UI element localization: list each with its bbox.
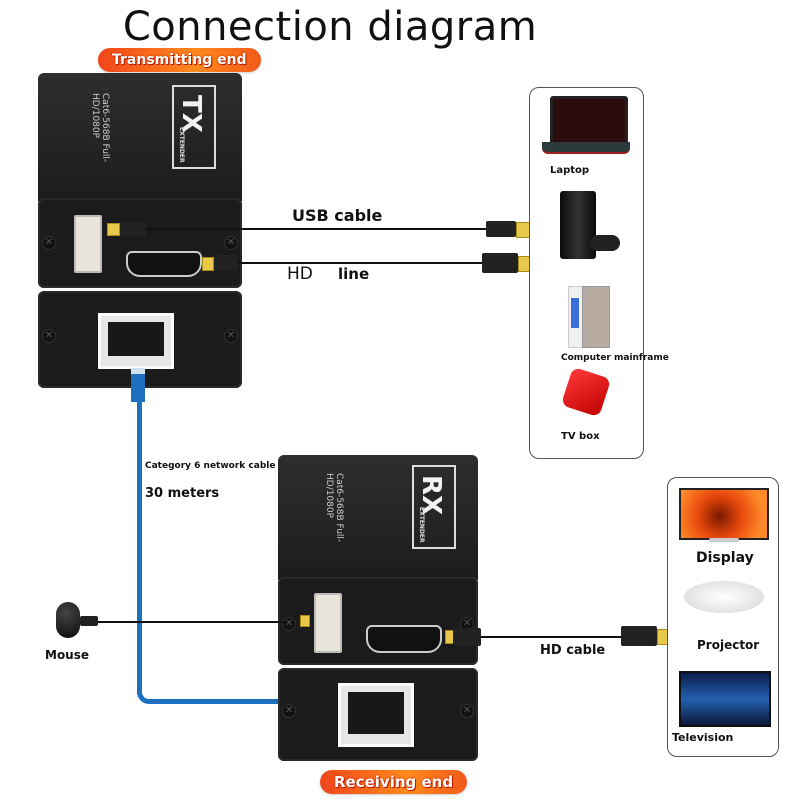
usb-plug-tip [516, 222, 530, 238]
usb-plug [80, 616, 98, 626]
projector-icon [684, 581, 764, 625]
hdmi-plug [453, 628, 481, 646]
rj45-port [338, 683, 414, 747]
source-label-laptop: Laptop [550, 165, 590, 176]
network-cable-corner [137, 688, 153, 704]
source-devices-panel: Laptop Computer mainframe TV box [529, 87, 669, 459]
laptop-icon [542, 96, 630, 154]
rx-spec-text: Cat6-568B Full-HD/1080P [324, 473, 344, 543]
source-label-computer-mainframe: Computer mainframe [561, 353, 669, 363]
rx-logo: RX EXTENDER [412, 465, 456, 549]
tx-front-panel: ✕ ✕ [38, 198, 242, 288]
tv-box-icon [560, 366, 612, 418]
screw-icon: ✕ [282, 704, 296, 718]
screw-icon: ✕ [42, 329, 56, 343]
hdmi-plug-tip [202, 257, 214, 271]
network-cable-length: 30 meters [145, 486, 220, 501]
source-label-tv-box: TV box [561, 431, 600, 442]
usb-cable-line [146, 228, 488, 230]
network-cable-horizontal [150, 699, 284, 704]
network-cable-vertical [137, 396, 142, 694]
mouse-usb-cable [98, 621, 288, 623]
usb-plug-tip [107, 223, 120, 236]
screw-icon: ✕ [224, 329, 238, 343]
output-label-television: Television [672, 731, 734, 744]
hd-cable-label: HD cable [540, 643, 606, 658]
hdmi-plug [482, 253, 518, 273]
hdmi-plug [621, 626, 657, 646]
hd-line-label-1: HD [287, 264, 313, 284]
tx-logo: TX EXTENDER [172, 85, 216, 169]
usb-cable-label: USB cable [292, 206, 383, 225]
tx-extender: Cat6-568B Full-HD/1080P TX EXTENDER ✕ ✕ … [38, 73, 242, 388]
rx-top-housing: Cat6-568B Full-HD/1080P RX EXTENDER [278, 455, 478, 580]
mouse-icon [56, 602, 80, 638]
transmitting-end-badge: Transmitting end [98, 48, 261, 72]
hdmi-plug [212, 255, 238, 271]
hdmi-port [126, 251, 202, 277]
rx-front-panel: ✕ ✕ [278, 577, 478, 665]
usb-port [74, 215, 102, 273]
tx-spec-text: Cat6-568B Full-HD/1080P [90, 93, 110, 163]
desktop-tower-icon [568, 286, 610, 348]
monitor-icon [679, 488, 769, 544]
rj45-plug-tx [131, 368, 145, 402]
hd-cable-line [481, 636, 623, 638]
screw-icon: ✕ [282, 617, 296, 631]
hdmi-port [366, 625, 442, 653]
page-title: Connection diagram [122, 4, 538, 50]
tx-top-housing: Cat6-568B Full-HD/1080P TX EXTENDER [38, 73, 242, 201]
rj45-port [98, 313, 174, 369]
screw-icon: ✕ [460, 704, 474, 718]
rx-rear-panel: ✕ ✕ [278, 668, 478, 761]
usb-plug [486, 221, 516, 237]
screw-icon: ✕ [42, 236, 56, 250]
rx-extender: Cat6-568B Full-HD/1080P RX EXTENDER ✕ ✕ … [278, 455, 478, 761]
peripheral-label-mouse: Mouse [45, 648, 90, 662]
screw-icon: ✕ [224, 236, 238, 250]
output-label-projector: Projector [697, 638, 760, 652]
receiving-end-badge: Receiving end [320, 770, 468, 794]
television-icon [679, 671, 771, 727]
output-label-display: Display [696, 550, 754, 566]
usb-port [314, 593, 342, 653]
hd-line-cable [238, 262, 484, 264]
usb-plug-tip [300, 615, 310, 627]
output-devices-panel: Display Projector Television [667, 477, 779, 757]
network-cable-desc: Category 6 network cable [145, 461, 276, 471]
usb-plug [118, 222, 146, 236]
game-console-icon [560, 191, 622, 263]
hd-line-label-2: line [338, 265, 370, 283]
